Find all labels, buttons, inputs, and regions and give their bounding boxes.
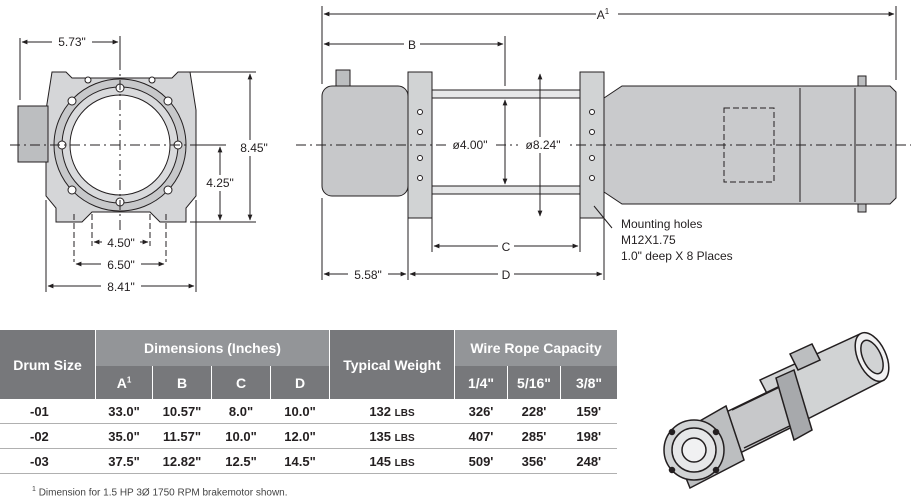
cell-drum: -03 [0,448,96,474]
dim-bolt-inner: 4.50" [107,236,135,250]
cell-B: 11.57" [152,423,212,449]
header-typical-weight: Typical Weight [329,330,455,399]
cell-drum: -01 [0,399,96,424]
cell-weight: 132 LBS [329,399,455,424]
side-view [296,6,911,280]
cell-rope-1: 326' [454,399,508,424]
dim-base-width: 8.41" [107,280,135,294]
spec-table: Drum Size Dimensions (Inches) Typical We… [0,330,617,474]
cell-B: 12.82" [152,448,212,474]
table-row: -02 35.0" 11.57" 10.0" 12.0" 135 LBS 407… [0,423,617,449]
winch-illustration [663,331,890,490]
header-rope-5-16: 5/16" [507,366,561,399]
cell-drum: -02 [0,423,96,449]
dim-flange-diameter: ø8.24" [526,138,561,152]
header-rope-1-4: 1/4" [454,366,508,399]
footnote: 1 Dimension for 1.5 HP 3Ø 1750 RPM brake… [32,486,288,499]
header-A: A1 [95,366,153,399]
header-drum-size: Drum Size [0,330,96,399]
mounting-note-line3: 1.0" deep X 8 Places [621,249,733,263]
dim-bolt-outer: 6.50" [107,258,135,272]
technical-drawing: 5.73" 8.45" 4.25" 4.50" 6.50" 8.41" [10,6,911,294]
cell-A: 33.0" [95,399,153,424]
header-rope-3-8: 3/8" [560,366,617,399]
cell-rope-2: 228' [507,399,561,424]
header-dimensions: Dimensions (Inches) [95,330,330,366]
cell-A: 35.0" [95,423,153,449]
mounting-note-line1: Mounting holes [621,217,702,231]
cell-weight: 145 LBS [329,448,455,474]
cell-rope-1: 407' [454,423,508,449]
dim-A-label: A1 [597,7,610,22]
dim-drum-diameter: ø4.00" [453,138,488,152]
cell-C: 10.0" [211,423,271,449]
header-C: C [211,366,271,399]
cell-D: 14.5" [270,448,330,474]
cell-rope-2: 285' [507,423,561,449]
cell-D: 10.0" [270,399,330,424]
cell-rope-2: 356' [507,448,561,474]
cell-rope-3: 248' [560,448,617,474]
cell-C: 12.5" [211,448,271,474]
dim-height-half: 4.25" [206,176,234,190]
cell-C: 8.0" [211,399,271,424]
dim-B-label: B [408,38,416,52]
header-B: B [152,366,212,399]
dim-height-total: 8.45" [240,141,268,155]
cell-B: 10.57" [152,399,212,424]
header-wire-rope: Wire Rope Capacity [454,330,617,366]
header-D: D [270,366,330,399]
cell-rope-1: 509' [454,448,508,474]
mounting-note-line2: M12X1.75 [621,233,676,247]
dim-width-top: 5.73" [58,35,86,49]
table-row: -01 33.0" 10.57" 8.0" 10.0" 132 LBS 326'… [0,399,617,424]
dim-offset: 5.58" [354,268,382,282]
dim-D-label: D [502,268,511,282]
cell-rope-3: 198' [560,423,617,449]
cell-rope-3: 159' [560,399,617,424]
cell-weight: 135 LBS [329,423,455,449]
cell-A: 37.5" [95,448,153,474]
front-view [10,36,256,292]
dim-C-label: C [502,240,511,254]
table-row: -03 37.5" 12.82" 12.5" 14.5" 145 LBS 509… [0,448,617,474]
cell-D: 12.0" [270,423,330,449]
